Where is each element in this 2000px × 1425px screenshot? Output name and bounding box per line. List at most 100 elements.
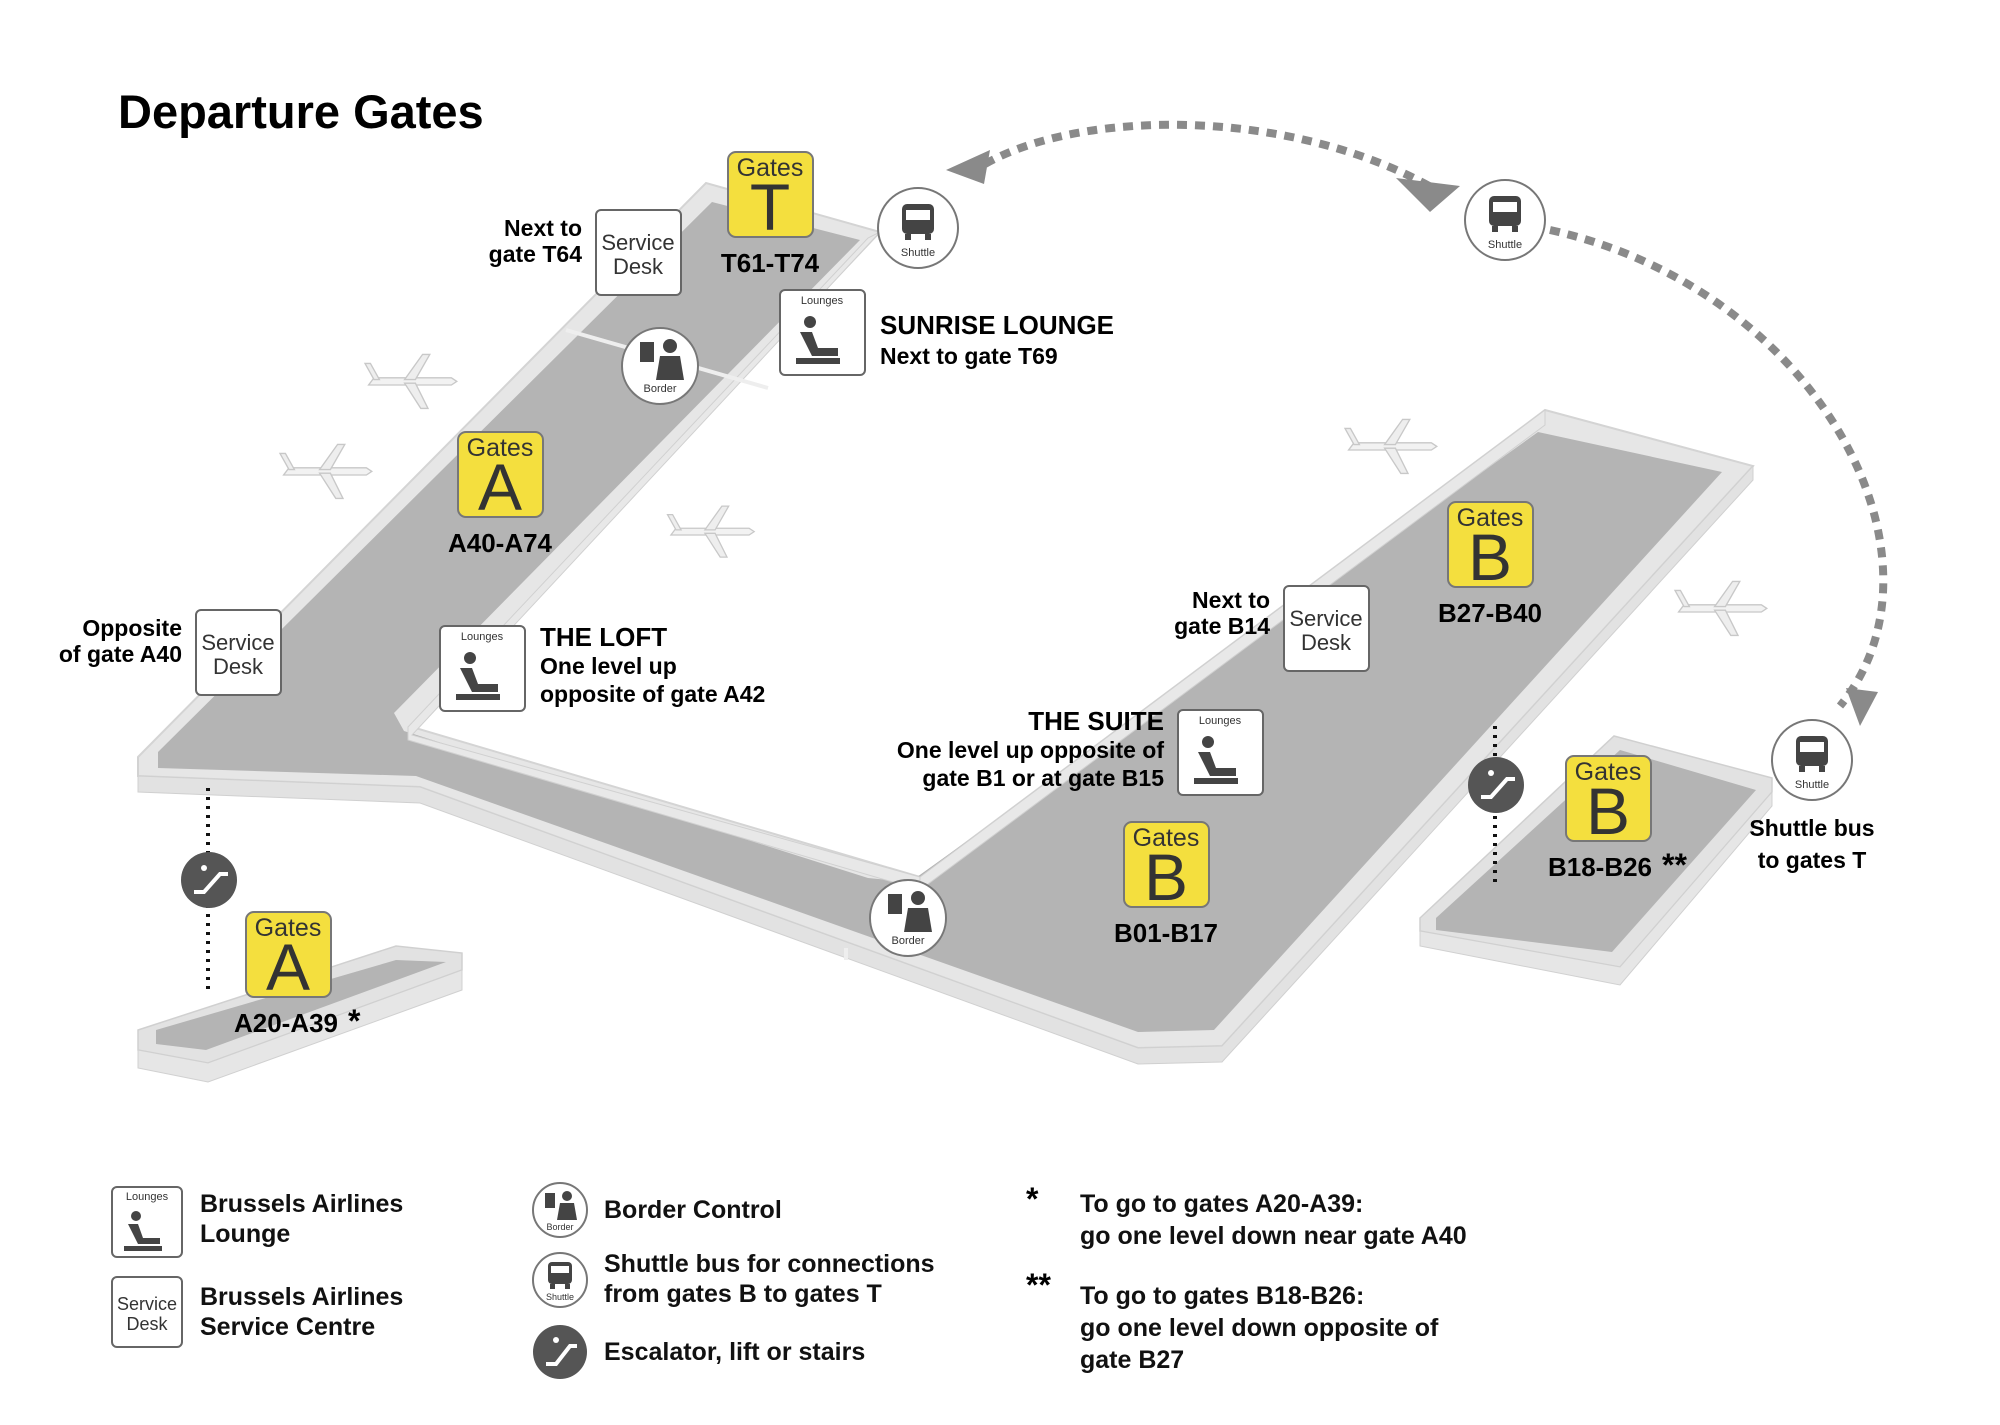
airplane-icon [1674,580,1768,637]
svg-text:Lounges: Lounges [461,631,504,643]
svg-text:Shuttle: Shuttle [1488,239,1522,251]
svg-text:A: A [478,450,522,524]
legend-note-2: ** To go to gates B18-B26: go one level … [1026,1267,1439,1374]
svg-text:Service: Service [1289,606,1362,631]
svg-text:Service: Service [201,630,274,655]
svg-text:go one level down opposite of: go one level down opposite of [1080,1314,1439,1342]
airplane-icon [1344,418,1438,475]
svg-text:Next to: Next to [504,215,582,241]
svg-text:gate T64: gate T64 [489,241,583,267]
svg-text:Brussels Airlines: Brussels Airlines [200,1283,403,1311]
svg-text:gate B1 or at gate B15: gate B1 or at gate B15 [922,765,1164,791]
svg-text:Border Control: Border Control [604,1196,782,1224]
svg-text:to gates T: to gates T [1758,847,1867,873]
svg-text:of gate A40: of gate A40 [59,641,182,667]
lounge-sunrise[interactable]: Lounges SUNRISE LOUNGE Next to gate T69 [779,289,1114,376]
svg-text:Gates: Gates [1133,824,1200,852]
svg-text:Lounges: Lounges [126,1191,169,1203]
svg-text:To go to gates B18-B26:: To go to gates B18-B26: [1080,1282,1364,1310]
border-officer-icon [888,891,932,932]
svg-text:Shuttle: Shuttle [901,247,935,259]
airplane-icon [279,443,373,500]
lounge-seat-icon [124,1211,162,1251]
gate-range-t: T61-T74 [721,248,820,278]
gate-marker-b-middle[interactable]: Gates B B01-B17 [1114,821,1218,948]
svg-text:gate B14: gate B14 [1174,613,1270,639]
legend-border-control: Border Border Control [532,1182,782,1238]
legend-escalator: Escalator, lift or stairs [533,1325,865,1379]
shuttle-bus-icon [902,204,934,240]
legend-lounge: Lounges Brussels Airlines Lounge [111,1186,403,1258]
gate-range-b-lower: B18-B26 [1548,852,1652,882]
svg-text:Escalator, lift or stairs: Escalator, lift or stairs [604,1338,865,1366]
svg-text:Next to gate T69: Next to gate T69 [880,343,1058,369]
gate-marker-b-upper[interactable]: Gates B B27-B40 [1438,501,1542,628]
lounge-seat-icon [796,316,840,364]
svg-text:T: T [750,170,790,244]
svg-text:Desk: Desk [126,1314,168,1334]
lounge-name: THE LOFT [540,622,667,652]
svg-text:A: A [266,930,310,1004]
svg-text:Gates: Gates [1457,504,1524,532]
gate-marker-t[interactable]: Gates T T61-T74 [721,151,820,278]
svg-text:Desk: Desk [213,654,264,679]
legend-service-desk: Service Desk Brussels Airlines Service C… [111,1276,403,1348]
svg-text:gate B27: gate B27 [1080,1346,1184,1374]
shuttle-stop-t[interactable]: Shuttle [877,187,959,269]
escalator-a[interactable] [181,852,237,908]
svg-text:Gates: Gates [255,914,322,942]
shuttle-stop-b[interactable]: Shuttle Shuttle bus to gates T [1749,719,1875,873]
legend-note-1: * To go to gates A20-A39: go one level d… [1026,1181,1467,1250]
lounge-seat-icon [1194,736,1238,784]
service-desk-t[interactable]: Service Desk Next to gate T64 [489,209,682,296]
lounge-loft[interactable]: Lounges THE LOFT One level up opposite o… [439,622,765,712]
svg-text:go one level down near gate A4: go one level down near gate A40 [1080,1222,1467,1250]
escalator-icon [546,1337,577,1366]
border-control-b[interactable]: Border [869,879,947,957]
shuttle-bus-icon [1796,736,1828,772]
svg-text:B: B [1468,520,1512,594]
service-desk-a[interactable]: Service Desk Opposite of gate A40 [59,609,282,696]
lounge-name: SUNRISE LOUNGE [880,310,1114,340]
svg-text:Border: Border [643,383,676,395]
terminal-floor-lower-b [1419,735,1773,986]
escalator-b[interactable] [1468,757,1524,813]
svg-text:Brussels Airlines: Brussels Airlines [200,1190,403,1218]
svg-text:opposite of gate A42: opposite of gate A42 [540,681,765,707]
svg-text:Gates: Gates [1575,758,1642,786]
svg-text:Border: Border [546,1222,573,1232]
svg-text:Gates: Gates [737,154,804,182]
svg-text:Desk: Desk [613,254,664,279]
page-title: Departure Gates [118,85,484,138]
svg-text:Border: Border [891,935,924,947]
service-desk-b[interactable]: Service Desk Next to gate B14 [1174,585,1370,672]
gate-range-a-lower: A20-A39 [234,1008,338,1038]
svg-text:One level up: One level up [540,653,677,679]
shuttle-bus-icon [548,1262,572,1289]
footnote-mark-b: ** [1662,847,1687,883]
svg-text:Shuttle: Shuttle [546,1292,574,1302]
svg-text:from gates B to gates T: from gates B to gates T [604,1280,882,1308]
lounge-seat-icon [456,652,500,700]
lounge-name: THE SUITE [1028,706,1164,736]
svg-text:Gates: Gates [467,434,534,462]
svg-text:Lounge: Lounge [200,1220,290,1248]
gate-marker-a-lower[interactable]: Gates A A20-A39 * [234,911,361,1039]
escalator-icon [194,865,228,894]
legend: Lounges Brussels Airlines Lounge Service… [111,1181,1467,1379]
gate-marker-a-upper[interactable]: Gates A A40-A74 [448,431,553,558]
legend-shuttle: Shuttle Shuttle bus for connections from… [532,1250,935,1308]
border-officer-icon [545,1191,577,1220]
lounge-suite[interactable]: Lounges THE SUITE One level up opposite … [897,706,1264,796]
svg-text:Opposite: Opposite [82,615,182,641]
svg-text:*: * [1026,1181,1039,1217]
shuttle-route-midpoint[interactable]: Shuttle [1464,179,1546,261]
airplane-icon [364,353,458,410]
svg-text:B: B [1586,774,1630,848]
gate-marker-b-lower[interactable]: Gates B B18-B26 ** [1548,755,1687,883]
svg-text:Lounges: Lounges [801,295,844,307]
svg-text:To go to gates A20-A39:: To go to gates A20-A39: [1080,1190,1363,1218]
svg-text:Shuttle bus for connections: Shuttle bus for connections [604,1250,935,1278]
svg-text:B: B [1144,840,1188,914]
border-control-t[interactable]: Border [621,327,699,405]
